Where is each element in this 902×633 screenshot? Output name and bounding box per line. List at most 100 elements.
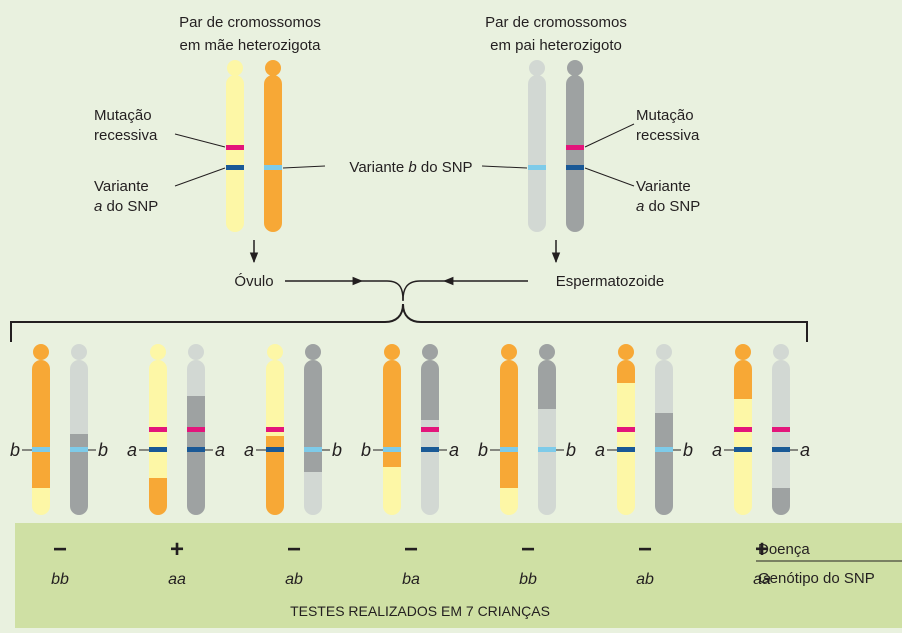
snp-b-band	[32, 447, 50, 452]
mutation-band	[149, 427, 167, 432]
maternal-chromosome	[266, 344, 284, 515]
mother-mutation-label-line1: Mutação	[94, 107, 152, 124]
egg-label: Óvulo	[234, 273, 273, 290]
offspring-bracket	[10, 303, 808, 342]
centromere	[501, 344, 517, 360]
merge-curve-left	[362, 280, 404, 301]
disease-result: +	[170, 536, 184, 563]
snp-a-band	[149, 447, 167, 452]
centromere	[773, 344, 789, 360]
centromere	[305, 344, 321, 360]
snp-b-band	[538, 447, 556, 452]
paternal-chromosome	[421, 344, 439, 515]
mother-variant-leader	[174, 167, 226, 187]
disease-result: −	[287, 536, 301, 563]
right-allele-label: b	[332, 440, 342, 460]
mother-mutation-leader	[174, 133, 226, 148]
maternal-chromosome	[500, 344, 518, 515]
right-allele-label: b	[683, 440, 693, 460]
genotype-result: ab	[636, 571, 654, 588]
genotype-result: ab	[285, 571, 303, 588]
centromere	[188, 344, 204, 360]
results-band	[15, 523, 902, 628]
snp-b-band	[528, 165, 546, 170]
snp-a-band	[226, 165, 244, 170]
mother-title-line2: em mãe heterozigota	[180, 37, 322, 54]
snp-a-band	[421, 447, 439, 452]
mutation-band	[421, 427, 439, 432]
maternal-chromosome	[149, 344, 167, 515]
paternal-chromosome	[538, 344, 556, 515]
genotype-result: bb	[519, 571, 537, 588]
disease-result: +	[755, 536, 769, 563]
left-allele-label: a	[595, 440, 605, 460]
maternal-chromosome	[734, 344, 752, 515]
snp-b-band	[304, 447, 322, 452]
variant-b-leader-right	[481, 165, 528, 169]
paternal-chromosome	[772, 344, 790, 515]
variant-b-leader-left	[282, 165, 326, 169]
mutation-band	[772, 427, 790, 432]
father-variant-leader	[584, 167, 635, 187]
father-mutation-leader	[584, 123, 635, 148]
mother-variant-a-line1: Variante	[94, 178, 149, 195]
mutation-band	[617, 427, 635, 432]
father-chromosome-light	[528, 60, 546, 232]
snp-b-band	[70, 447, 88, 452]
mutation-band	[266, 427, 284, 432]
paternal-chromosome	[304, 344, 322, 515]
paternal-chromosome	[187, 344, 205, 515]
sperm-label: Espermatozoide	[556, 273, 664, 290]
paternal-chromosome	[70, 344, 88, 515]
father-mutation-label-line2: recessiva	[636, 127, 700, 144]
right-allele-label: a	[800, 440, 810, 460]
left-allele-label: a	[712, 440, 722, 460]
variant-b-label: Variante b do SNP	[349, 159, 472, 176]
disease-result: −	[53, 536, 67, 563]
snp-b-band	[500, 447, 518, 452]
left-allele-label: b	[10, 440, 20, 460]
centromere	[384, 344, 400, 360]
mother-title-line1: Par de cromossomos	[179, 14, 321, 31]
father-mutation-label-line1: Mutação	[636, 107, 694, 124]
maternal-chromosome	[32, 344, 50, 515]
mutation-band	[187, 427, 205, 432]
genotype-label: Genótipo do SNP	[758, 570, 875, 587]
disease-result: −	[404, 536, 418, 563]
snp-a-band	[566, 165, 584, 170]
snp-b-band	[655, 447, 673, 452]
centromere	[618, 344, 634, 360]
genotype-result: aa	[753, 571, 771, 588]
disease-result: −	[638, 536, 652, 563]
mother-variant-a-line2: a do SNP	[94, 198, 158, 215]
maternal-chromosome	[383, 344, 401, 515]
right-allele-label: a	[215, 440, 225, 460]
mother-chromosome-dark	[264, 60, 282, 232]
centromere	[33, 344, 49, 360]
centromere	[539, 344, 555, 360]
maternal-chromosome	[617, 344, 635, 515]
centromere	[735, 344, 751, 360]
merge-curve-right	[402, 280, 444, 301]
genotype-result: aa	[168, 571, 186, 588]
left-allele-label: a	[244, 440, 254, 460]
footer-label: TESTES REALIZADOS EM 7 CRIANÇAS	[290, 603, 550, 619]
snp-a-band	[266, 447, 284, 452]
centromere	[150, 344, 166, 360]
centromere	[71, 344, 87, 360]
right-allele-label: b	[566, 440, 576, 460]
right-allele-label: b	[98, 440, 108, 460]
snp-b-band	[264, 165, 282, 170]
father-variant-a-line2: a do SNP	[636, 198, 700, 215]
paternal-chromosome	[655, 344, 673, 515]
snp-b-band	[383, 447, 401, 452]
father-chromosome-dark	[566, 60, 584, 232]
centromere	[422, 344, 438, 360]
father-title-line1: Par de cromossomos	[485, 14, 627, 31]
